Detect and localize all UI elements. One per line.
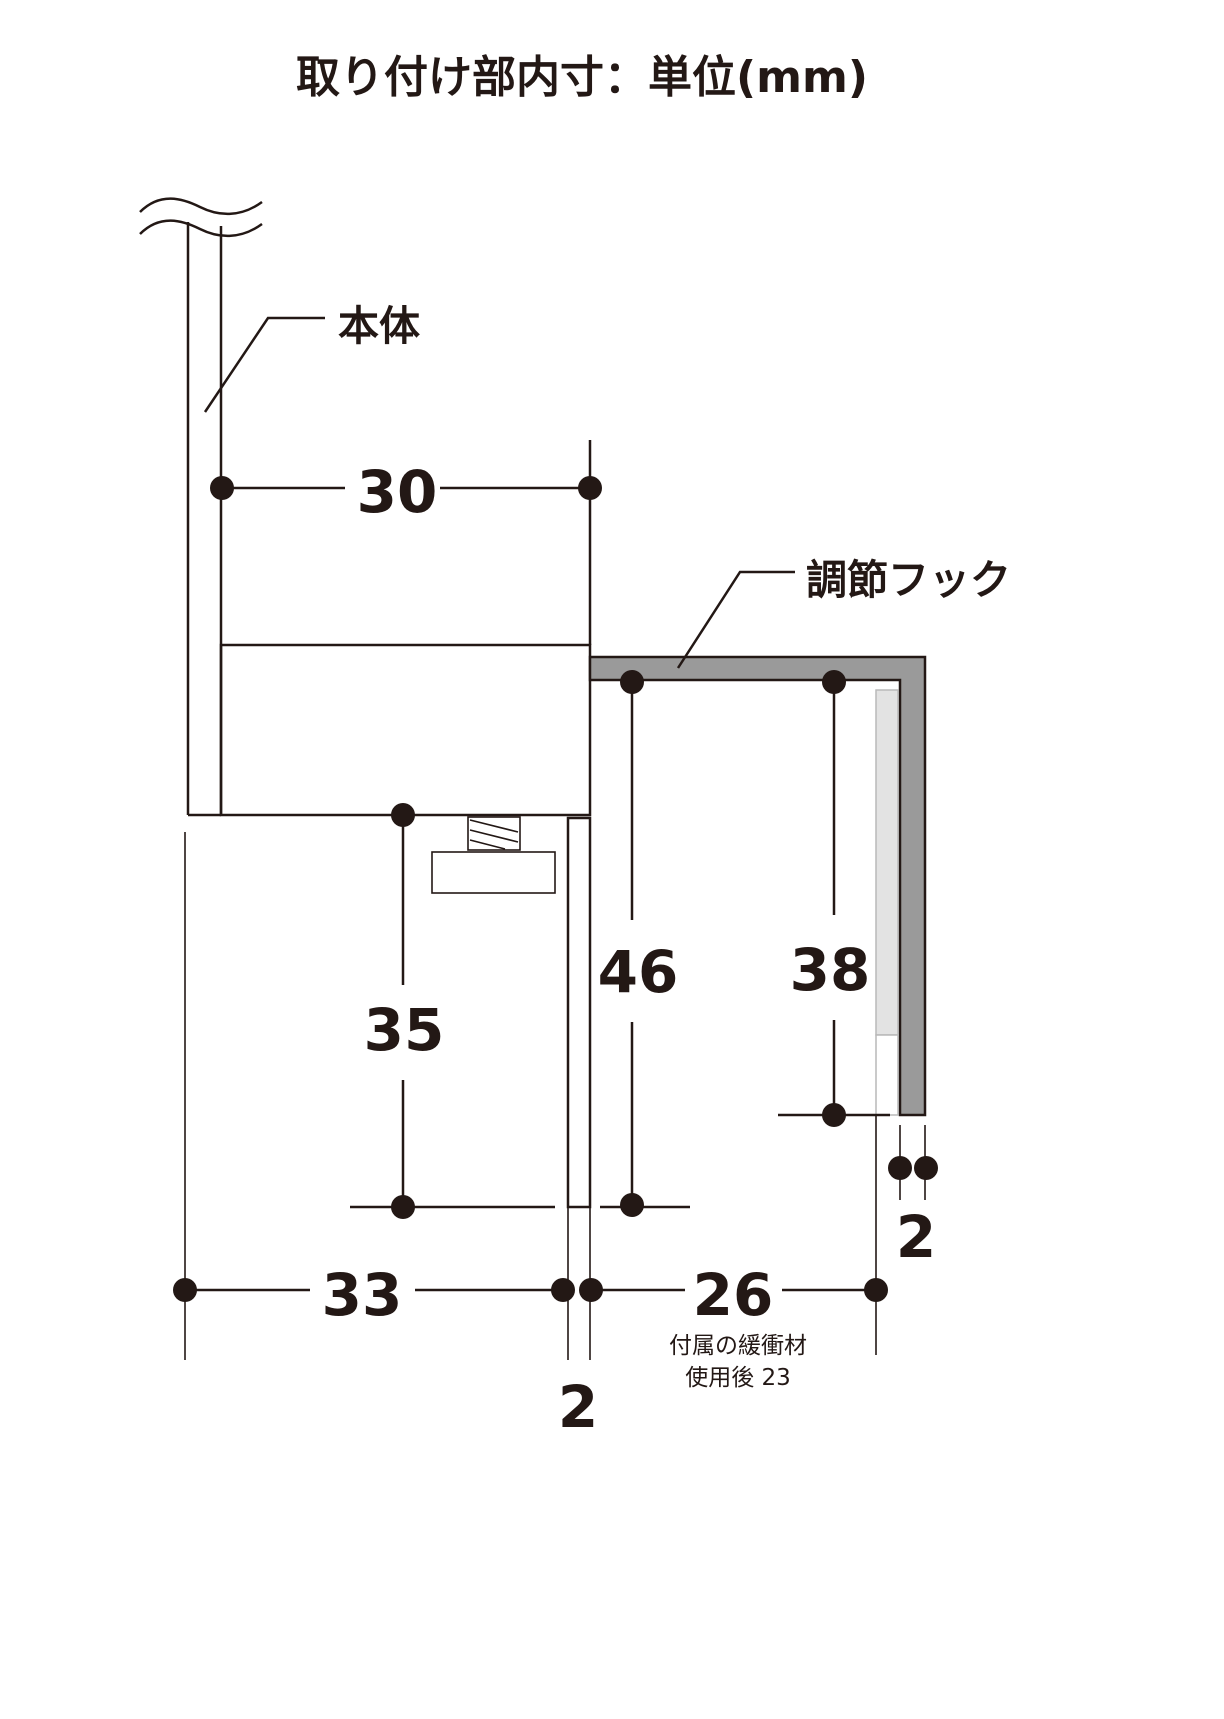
dim-hook-2-left-dot	[888, 1156, 912, 1180]
dim-33-end-dot	[551, 1278, 575, 1302]
dim-38-value: 38	[790, 936, 871, 1004]
dim-46-value: 46	[598, 938, 679, 1006]
dim-35-start-dot	[391, 803, 415, 827]
dim-26-end-dot	[864, 1278, 888, 1302]
dim-30-value: 30	[357, 458, 438, 526]
hook-leader-line	[676, 570, 795, 669]
mounted-box	[219, 643, 592, 817]
dim-38-end-dot	[822, 1103, 846, 1127]
dim-26-start-dot	[579, 1278, 603, 1302]
dim-hook-2-value: 2	[896, 1203, 936, 1271]
break-mark-lower	[139, 219, 263, 238]
dim-hook-2-right-dot	[914, 1156, 938, 1180]
dim-33-start-dot	[173, 1278, 197, 1302]
adjustment-hook	[588, 655, 927, 1117]
cushion-note-line2: 使用後 23	[685, 1365, 791, 1391]
spring-coil	[469, 839, 506, 850]
break-mark-upper	[139, 197, 263, 216]
body-label: 本体	[338, 302, 420, 350]
spring-screw	[431, 816, 556, 894]
cushion-pad	[875, 689, 899, 1036]
screw-base-plate	[431, 851, 556, 894]
hook-label: 調節フック	[806, 556, 1011, 604]
dim-46-end-dot	[620, 1193, 644, 1217]
dim-plate-2-value: 2	[558, 1373, 598, 1441]
dim-30-end-dot	[578, 476, 602, 500]
spring-coil	[469, 819, 519, 833]
diagram-title: 取り付け部内寸：単位(mm)	[296, 52, 868, 103]
cushion-note-line1: 付属の緩衝材	[669, 1333, 807, 1359]
spring-coil	[469, 829, 519, 843]
body-leader-line	[203, 316, 325, 413]
dim-35-end-dot	[391, 1195, 415, 1219]
dim-26-value: 26	[693, 1261, 774, 1329]
spring-housing	[467, 816, 521, 851]
dim-46-start-dot	[620, 670, 644, 694]
dim-33-value: 33	[322, 1261, 403, 1329]
dim-38-start-dot	[822, 670, 846, 694]
cushion-pad-lower	[875, 1034, 899, 1116]
vertical-plate	[566, 816, 592, 1209]
dim-35-value: 35	[364, 996, 445, 1064]
dim-30-start-dot	[210, 476, 234, 500]
